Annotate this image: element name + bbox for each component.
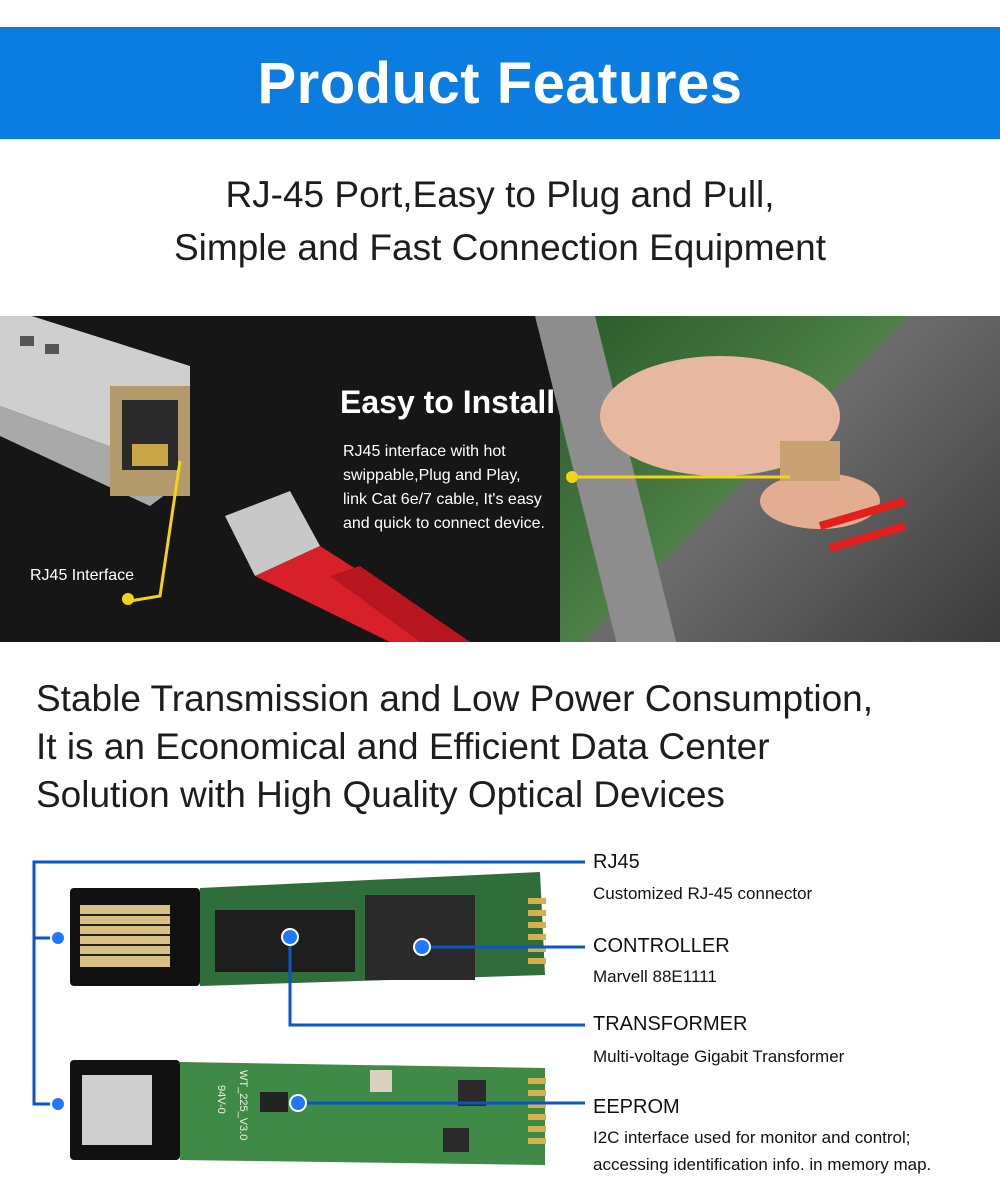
header-banner: Product Features	[0, 27, 1000, 139]
transformer-leader	[288, 937, 585, 1027]
transformer-marker	[281, 928, 299, 946]
rj45-marker-bottom	[50, 1096, 66, 1112]
rj45-leader-line	[129, 460, 182, 603]
transformer-desc: Multi-voltage Gigabit Transformer	[593, 1043, 844, 1070]
rj45-title: RJ45	[593, 851, 640, 873]
stable-line-3: Solution with High Quality Optical Devic…	[36, 774, 725, 815]
stable-heading: Stable Transmission and Low Power Consum…	[36, 675, 873, 819]
stable-line-1: Stable Transmission and Low Power Consum…	[36, 678, 874, 719]
eeprom-marker	[289, 1094, 307, 1112]
rj45-leader	[32, 860, 585, 940]
install-desc-line: swippable,Plug and Play,	[343, 467, 521, 484]
plug-arrows-icon	[818, 497, 907, 552]
rj45-interface-label: RJ45 Interface	[30, 567, 135, 584]
rj45-desc: Customized RJ-45 connector	[593, 880, 812, 907]
install-leader-dot	[566, 471, 578, 483]
transformer-desc-line: Multi-voltage Gigabit Transformer	[593, 1047, 845, 1066]
intro-line-2: Simple and Fast Connection Equipment	[174, 227, 826, 268]
intro-heading: RJ-45 Port,Easy to Plug and Pull, Simple…	[0, 168, 1000, 274]
rj45-cable-image	[225, 491, 470, 642]
rj45-leader-dot	[122, 593, 134, 605]
controller-desc: Marvell 88E1111	[593, 963, 717, 990]
install-title: Easy to Install	[340, 384, 556, 420]
install-desc-line: RJ45 interface with hot	[343, 443, 506, 460]
install-illustration	[0, 316, 907, 642]
eeprom-title: EEPROM	[593, 1096, 680, 1118]
intro-line-1: RJ-45 Port,Easy to Plug and Pull,	[225, 174, 775, 215]
board-marking-2: 94V-0	[215, 1085, 227, 1114]
rj45-marker-top	[50, 930, 66, 946]
page-title: Product Features	[257, 50, 743, 116]
eeprom-desc-line: I2C interface used for monitor and contr…	[593, 1128, 911, 1147]
rj45-leader-lower	[32, 938, 58, 1106]
controller-title: CONTROLLER	[593, 935, 730, 957]
rj45-desc-line: Customized RJ-45 connector	[593, 884, 813, 903]
install-description: RJ45 interface with hot swippable,Plug a…	[343, 440, 588, 536]
install-desc-line: and quick to connect device.	[343, 515, 545, 532]
controller-desc-line: Marvell 88E1111	[593, 967, 717, 986]
pcb-board-bottom: WT_225_V3.0 94V-0	[70, 1060, 546, 1165]
stable-line-2: It is an Economical and Efficient Data C…	[36, 726, 770, 767]
pcb-board-top	[70, 872, 546, 986]
install-photo	[0, 316, 1000, 642]
eeprom-desc: I2C interface used for monitor and contr…	[593, 1124, 931, 1178]
board-marking-1: WT_225_V3.0	[237, 1070, 249, 1140]
transformer-title: TRANSFORMER	[593, 1013, 748, 1035]
eeprom-desc-line: accessing identification info. in memory…	[593, 1155, 932, 1174]
controller-marker	[413, 938, 431, 956]
install-desc-line: link Cat 6e/7 cable, It's easy	[343, 491, 542, 508]
